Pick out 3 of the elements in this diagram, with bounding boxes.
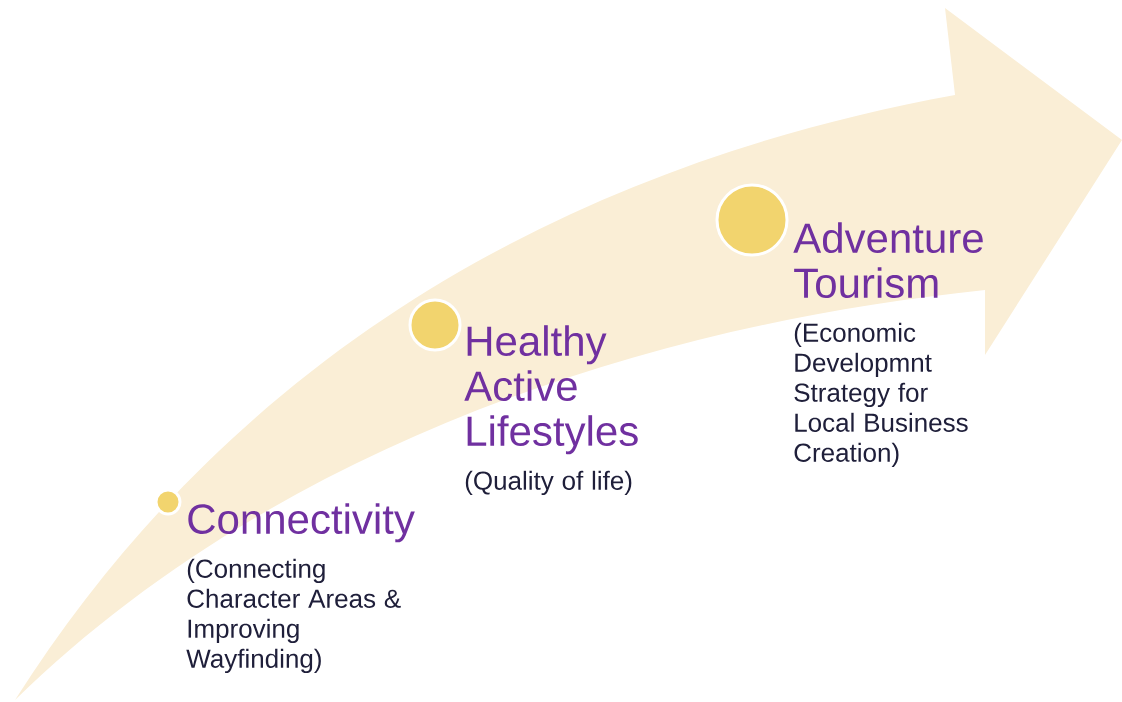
stage-text: Adventure Tourism (Economic Developmnt Strategy for Local Business Creation) bbox=[793, 222, 983, 467]
stage-text: Connectivity (Connecting Character Areas & Improving Wayfinding) bbox=[186, 503, 415, 674]
stage-text: Healthy Active Lifestyles (Quality of life) bbox=[464, 325, 638, 496]
